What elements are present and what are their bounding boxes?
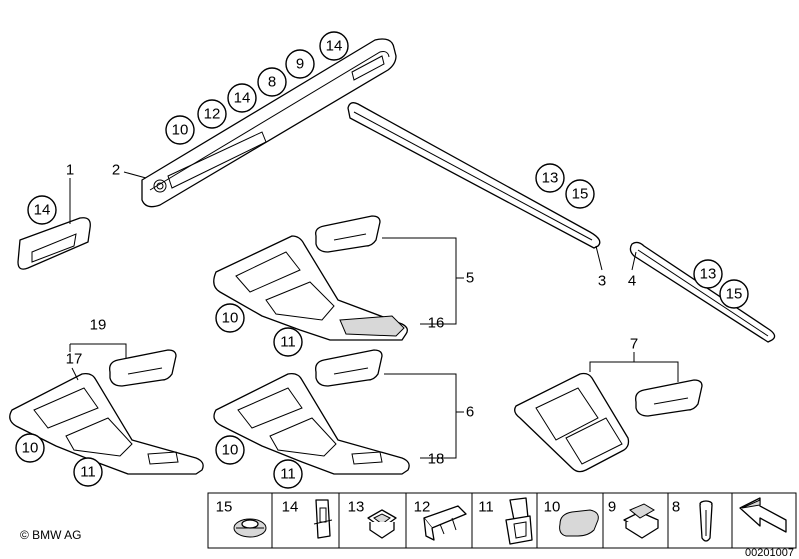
callout-16: 16 <box>428 315 445 332</box>
svg-text:14: 14 <box>34 202 51 219</box>
callout-7: 7 <box>630 336 638 353</box>
svg-text:15: 15 <box>726 286 743 303</box>
part-5-console-trim <box>213 215 408 341</box>
svg-text:11: 11 <box>280 466 296 483</box>
callout-3: 3 <box>598 273 606 290</box>
legend-num-15: 15 <box>216 499 233 516</box>
part-4-trim-strip <box>629 241 776 343</box>
bubble-11: 11 <box>273 459 303 489</box>
bubble-11: 11 <box>273 327 303 357</box>
svg-text:15: 15 <box>572 186 589 203</box>
document-number: 00201007 <box>745 547 794 559</box>
callout-4: 4 <box>628 273 636 290</box>
bubble-15: 15 <box>565 179 595 209</box>
bubble-14: 14 <box>227 83 257 113</box>
svg-text:14: 14 <box>326 38 343 55</box>
part-6-console-trim <box>213 349 410 475</box>
svg-text:11: 11 <box>80 464 96 481</box>
legend-num-8: 8 <box>672 499 680 516</box>
square-clip-icon <box>367 509 397 539</box>
svg-text:8: 8 <box>268 74 276 91</box>
callout-6: 6 <box>466 404 474 421</box>
bubble-11: 11 <box>73 457 103 487</box>
callout-1: 1 <box>66 162 74 179</box>
svg-text:9: 9 <box>296 56 304 73</box>
svg-text:10: 10 <box>222 310 239 327</box>
bubble-10: 10 <box>215 303 245 333</box>
bracket-clip-icon <box>505 497 533 545</box>
nut-clip-icon <box>623 503 659 539</box>
leader-lines <box>69 171 679 459</box>
svg-text:13: 13 <box>542 170 559 187</box>
bubble-14: 14 <box>319 31 349 61</box>
clip-rosette-icon <box>233 518 267 538</box>
spring-clip-icon <box>313 499 333 539</box>
fastener-legend: 15 14 13 12 11 10 9 8 <box>207 492 797 549</box>
part-3-trim-strip <box>347 102 601 249</box>
legend-num-14: 14 <box>282 499 299 516</box>
bubble-10: 10 <box>15 433 45 463</box>
legend-num-11: 11 <box>478 499 494 516</box>
legend-num-9: 9 <box>608 499 616 516</box>
expansion-rivet-icon <box>699 500 713 542</box>
callout-5: 5 <box>466 270 474 287</box>
legend-num-13: 13 <box>348 499 365 516</box>
bubble-12: 12 <box>197 99 227 129</box>
part-7-console-trim <box>514 372 703 473</box>
callout-labels: 1 2 3 4 5 16 19 17 6 18 7 <box>66 162 639 468</box>
bubble-9: 9 <box>285 49 315 79</box>
legend-num-10: 10 <box>544 499 561 516</box>
arrow-icon <box>739 497 787 533</box>
svg-text:10: 10 <box>22 440 39 457</box>
bubble-10: 10 <box>165 115 195 145</box>
callout-19: 19 <box>90 317 107 334</box>
svg-text:12: 12 <box>204 106 221 123</box>
bubble-8: 8 <box>257 67 287 97</box>
pad-icon <box>559 509 599 537</box>
legend-num-12: 12 <box>414 499 431 516</box>
part-17-console-trim <box>9 349 204 475</box>
callout-18: 18 <box>428 451 445 468</box>
svg-text:10: 10 <box>222 442 239 459</box>
part-2-dashboard-trim <box>141 38 397 208</box>
copyright: © BMW AG <box>20 528 82 542</box>
bubble-14: 14 <box>27 195 57 225</box>
callout-17: 17 <box>66 351 83 368</box>
bubble-13: 13 <box>535 163 565 193</box>
callout-2: 2 <box>112 162 120 179</box>
part-1-side-trim <box>17 217 91 270</box>
bubble-13: 13 <box>693 259 723 289</box>
bubble-10: 10 <box>215 435 245 465</box>
svg-text:11: 11 <box>280 334 296 351</box>
svg-text:13: 13 <box>700 266 717 283</box>
svg-text:10: 10 <box>172 122 189 139</box>
channel-clip-icon <box>423 505 467 541</box>
svg-text:14: 14 <box>234 90 251 107</box>
circled-references: 14 9 8 14 12 10 14 13 15 13 15 10 11 10 … <box>15 31 749 489</box>
bubble-15: 15 <box>719 279 749 309</box>
